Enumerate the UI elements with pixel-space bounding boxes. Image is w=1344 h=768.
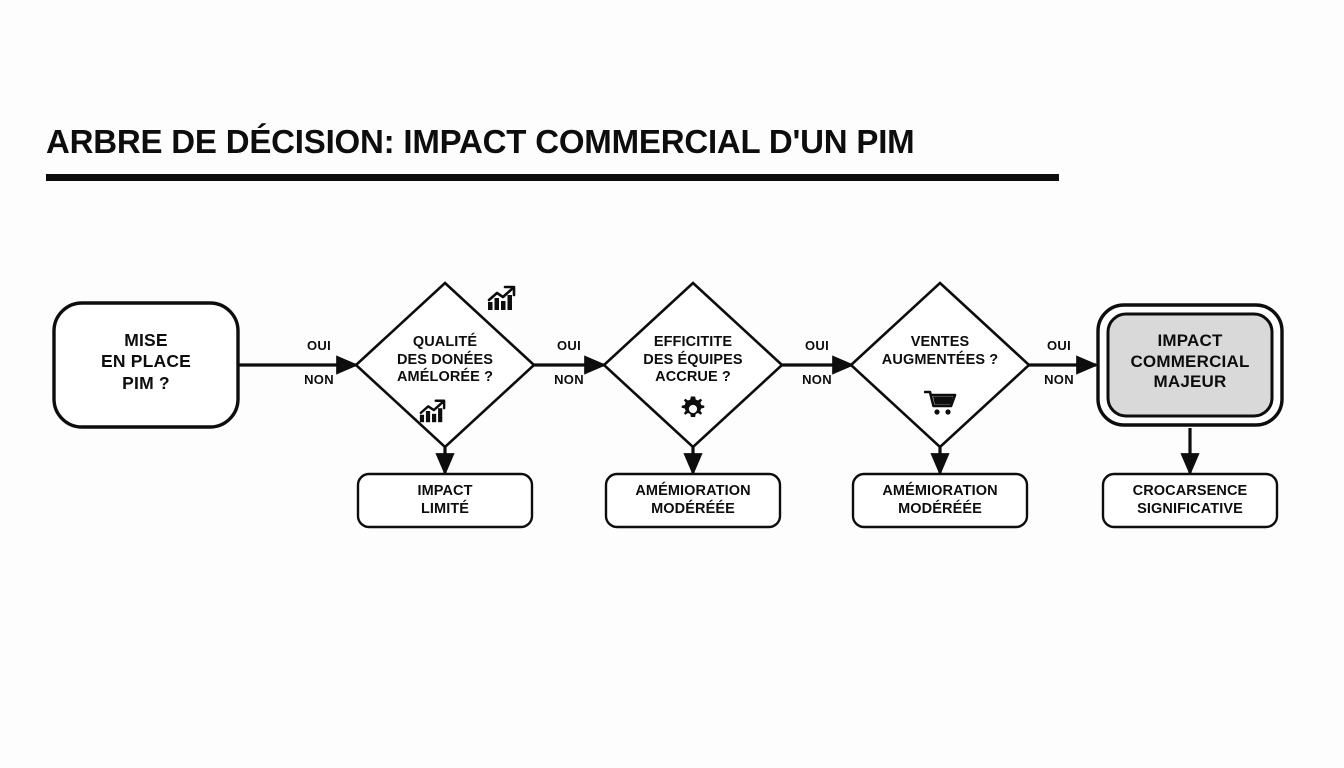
chart-growth-icon <box>484 282 518 314</box>
shopping-cart-icon <box>924 388 958 418</box>
gear-icon <box>678 394 708 424</box>
page-title: ARBRE DE DÉCISION: IMPACT COMMERCIAL D'U… <box>46 123 915 160</box>
edge-label-yes-1: OUI <box>306 338 331 353</box>
title-underline-rule <box>46 173 1059 181</box>
edge-label-no-4: NON <box>1044 372 1074 387</box>
edge-label-yes-4: OUI <box>1046 338 1071 353</box>
decision-node-2-shape[interactable] <box>602 281 784 449</box>
outcome-node-2-shape[interactable] <box>604 472 782 529</box>
decision-node-1-shape[interactable] <box>354 281 536 449</box>
outcome-node-1-shape[interactable] <box>356 472 534 529</box>
start-node-shape[interactable] <box>52 301 240 429</box>
edge-label-no-1: NON <box>304 372 334 387</box>
edge-label-yes-3: OUI <box>804 338 829 353</box>
outcome-node-4-shape[interactable] <box>1101 472 1279 529</box>
outcome-node-3-shape[interactable] <box>851 472 1029 529</box>
chart-growth-icon <box>415 395 449 427</box>
edge-label-no-3: NON <box>802 372 832 387</box>
edge-label-no-2: NON <box>554 372 584 387</box>
title-block: ARBRE DE DÉCISION: IMPACT COMMERCIAL D'U… <box>46 123 1066 181</box>
result-node-shape[interactable] <box>1106 312 1274 418</box>
edge-label-yes-2: OUI <box>556 338 581 353</box>
decision-node-3-shape[interactable] <box>849 281 1031 449</box>
